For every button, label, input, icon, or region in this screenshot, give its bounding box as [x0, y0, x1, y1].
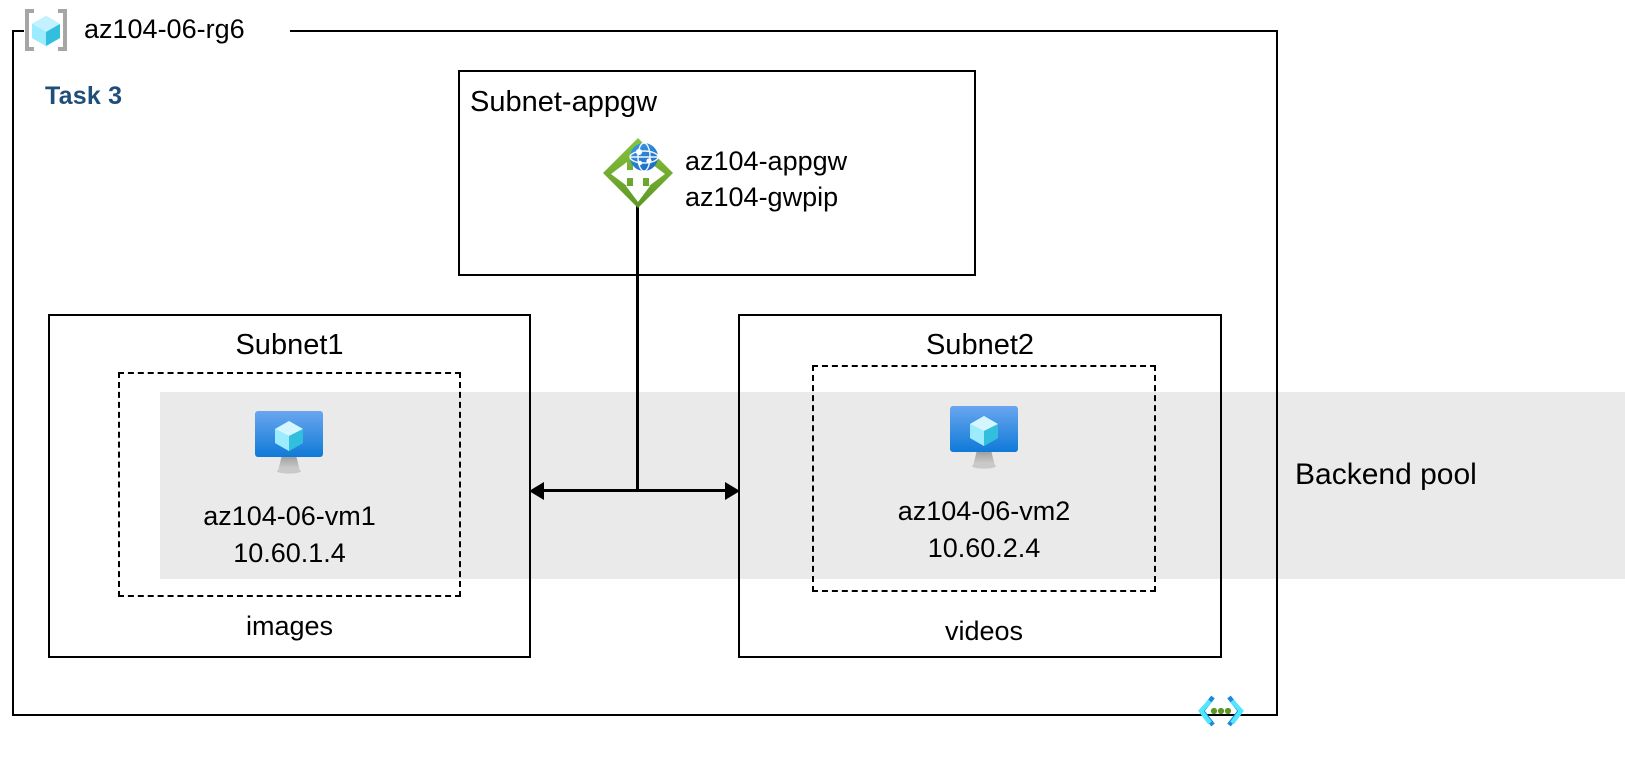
arrow-head-left-icon: [529, 482, 544, 500]
subnet1-storage-label: images: [245, 611, 334, 641]
vm2-ip: 10.60.2.4: [927, 533, 1041, 563]
subnet1-vm-labels: az104-06-vm1 10.60.1.4: [118, 498, 461, 572]
resource-group-border-top: [290, 30, 1278, 32]
resource-group-container: [12, 31, 1278, 716]
task-label: Task 3: [45, 82, 123, 110]
virtual-machine-icon: [249, 405, 329, 477]
gwpip-name: az104-gwpip: [685, 182, 839, 212]
vm1-name: az104-06-vm1: [203, 501, 376, 531]
appgw-name: az104-appgw: [685, 146, 848, 176]
vm1-ip: 10.60.1.4: [233, 538, 346, 568]
subnet2-storage-label: videos: [944, 616, 1024, 646]
resource-group-border-stub: [12, 30, 24, 32]
subnet-connector-horizontal: [535, 489, 734, 492]
backend-pool-band: [160, 392, 1625, 579]
vm2-name: az104-06-vm2: [897, 496, 1071, 526]
virtual-machine-icon: [944, 400, 1024, 472]
virtual-network-icon: [1196, 693, 1246, 729]
application-gateway-icon: [601, 136, 675, 210]
subnet1-title: Subnet1: [235, 329, 344, 361]
subnet2-vm-labels: az104-06-vm2 10.60.2.4: [812, 493, 1156, 567]
appgw-connector-vertical: [636, 196, 639, 492]
subnet2-vm-group: [812, 365, 1156, 592]
subnet-appgw-box: [458, 70, 976, 276]
backend-pool-label: Backend pool: [1295, 458, 1477, 491]
subnet1-vm-group: [118, 372, 461, 597]
resource-group-cube-icon: [22, 8, 70, 52]
appgw-resource-names: az104-appgw az104-gwpip: [685, 143, 847, 215]
subnet2-title: Subnet2: [925, 329, 1035, 361]
arrow-head-right-icon: [725, 482, 740, 500]
subnet-appgw-title: Subnet-appgw: [470, 86, 658, 118]
resource-group-label: az104-06-rg6: [84, 14, 245, 44]
